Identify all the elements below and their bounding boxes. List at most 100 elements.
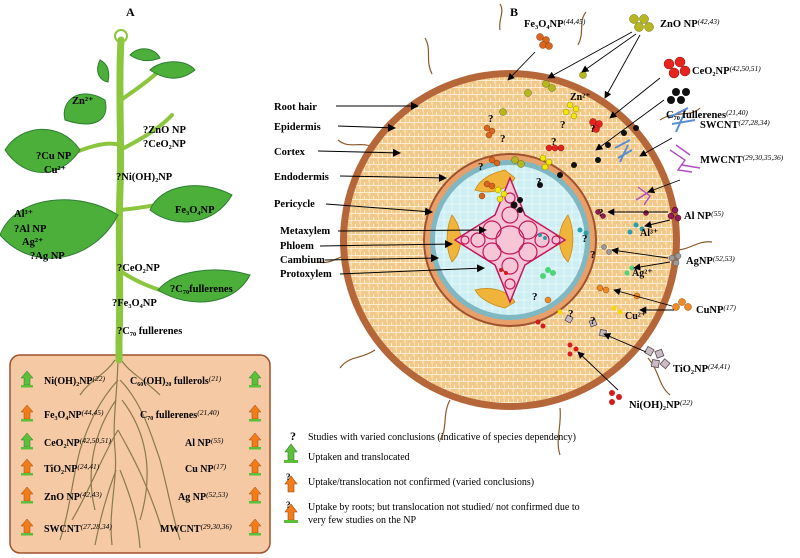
svg-text:?: ? [582,233,588,245]
np-ref: (22) [680,398,693,407]
svg-text:?: ? [488,113,494,125]
np-label-al: Al NP(55) [684,209,724,222]
np-name: C₇₀ fullerenes [666,110,726,121]
np-name: C₇₀ fullerenes [140,410,197,421]
soil-left-list: Ni(OH)₂NP(22) Fe₃O₄NP(44,45) CeO₂NP(42,50,… [20,370,112,536]
arrow-green-icon [20,432,34,450]
legend-item-roots-only-cont: very few studies on the NP [308,515,416,526]
np-name: ZnO NP [660,19,698,30]
np-name: Fe₃O₄NP [44,410,82,421]
np-label-cu: CuNP(17) [696,303,736,316]
np-name: Ni(OH)₂NP [44,376,93,387]
legend-item-translocated: Uptaken and translocated [308,452,410,463]
label-epidermis: Epidermis [274,122,321,133]
soil-tio2: TiO₂NP(24,41) [44,462,100,475]
np-ref: (29,30,35,36) [743,153,784,162]
soil-zno: ZnO NP(42,43) [44,490,102,503]
np-name: CuNP [696,305,724,316]
arrow-orange-question-icon: ? [284,472,298,493]
svg-text:?: ? [532,291,538,303]
np-ref: (44,45) [564,17,586,26]
np-ref: (22) [93,374,106,383]
question-marks: ??? ??? ??? ??? ? [478,113,604,327]
np-ref: (52,53) [206,490,228,499]
label-ag-np: ?Ag NP [30,251,65,262]
np-name: Ni(OH)₂NP [629,400,681,411]
arrow-orange-icon [248,458,262,476]
arrow-orange-icon [248,432,262,450]
soil-mwcnt: MWCNT(29,30,36) [160,522,232,535]
soil-nioh2: Ni(OH)₂NP(22) [44,374,106,387]
legend-item-not-confirmed: Uptake/translocation not confirmed (vari… [308,477,534,488]
leaf-zn [63,93,107,125]
arrow-green-icon [20,370,34,388]
label-zno-np: ?ZnO NP [143,125,186,136]
np-ref: (27,28,34) [739,118,771,127]
label-zn-ion: Zn²⁺ [72,96,94,107]
np-name: Al NP [684,211,712,222]
arrow-orange-icon [20,518,34,536]
structure-arrows [317,102,487,275]
soil-c60: C₆₀(OH)₂₀ fullerols(21) [130,374,222,387]
label-fe3o4-stem: ?Fe₃O₄NP [112,298,157,309]
soil-box [9,354,271,554]
arrow-green-orange-icon: ? [284,500,298,523]
label-ag-ion: Ag²⁺ [22,237,44,248]
label-fe3o4-np: Fe₃O₄NP [175,205,215,216]
ion-label-zn: Zn²⁺ [570,92,591,103]
np-name: CeO₂NP [692,66,730,77]
np-ref: (44,45) [82,408,104,417]
legend-item-roots-only: Uptake by roots; but translocation not s… [308,502,580,513]
svg-text:?: ? [536,176,542,188]
leaf-fe3o4 [149,185,233,223]
label-protoxylem: Protoxylem [280,269,332,280]
label-ceo2-np: ?CeO₂NP [143,139,186,150]
svg-text:?: ? [560,119,566,131]
np-label-tio2: TiO₂NP(24,41) [673,362,730,375]
leaf-cu [4,128,81,173]
np-ref: (27,28,34) [81,522,113,531]
svg-text:?: ? [590,123,596,135]
legend: ? Studies with varied conclusions (indic… [284,429,580,526]
np-name: Al NP [185,438,211,449]
label-nioh2-np: ?Ni(OH)₂NP [116,172,173,183]
ion-label-cu: Cu²⁺ [625,311,646,322]
np-name: ZnO NP [44,492,80,503]
np-name: C₆₀(OH)₂₀ fullerols [130,376,209,387]
soil-c70: C₇₀ fullerenes(21,40) [140,408,220,421]
np-name: SWCNT [44,524,81,535]
leaf-top-right [129,48,161,62]
arrow-orange-icon [20,486,34,504]
np-name: AgNP [686,256,713,267]
stem [115,36,125,364]
label-cortex: Cortex [274,147,306,158]
label-endodermis: Endodermis [274,172,329,183]
arrow-orange-icon [20,404,34,422]
legend-question-mark: ? [290,429,296,443]
leaf-c70 [157,269,251,303]
soil-cu: Cu NP(17) [185,462,227,475]
svg-text:?: ? [286,500,291,510]
label-phloem: Phloem [280,241,314,252]
np-name: MWCNT [160,524,201,535]
label-root-hair: Root hair [274,102,317,113]
label-al-ion: Al³⁺ [14,209,33,220]
label-cu-np: ?Cu NP [36,151,72,162]
np-name: TiO₂NP [673,364,709,375]
soil-ceo2: CeO₂NP(42,50,51) [44,436,112,449]
np-particles [478,14,701,405]
xylem [453,176,567,304]
np-ref: (24,41) [77,462,99,471]
np-ref: (29,30,36) [201,522,233,531]
label-cambium: Cambium [280,255,325,266]
np-label-ag: AgNP(52,53) [686,254,735,267]
np-arrows [507,31,681,391]
label-c70-stem: ?C₇₀ fullerenes [117,326,182,337]
np-ref: (24,41) [708,362,730,371]
np-ref: (21) [209,374,222,383]
soil-swcnt: SWCNT(27,28,34) [44,522,112,535]
label-c70-leaf: ?C₇₀fullerenes [170,284,233,295]
ion-label-al: Al³⁺ [640,228,658,239]
svg-text:?: ? [551,136,557,148]
